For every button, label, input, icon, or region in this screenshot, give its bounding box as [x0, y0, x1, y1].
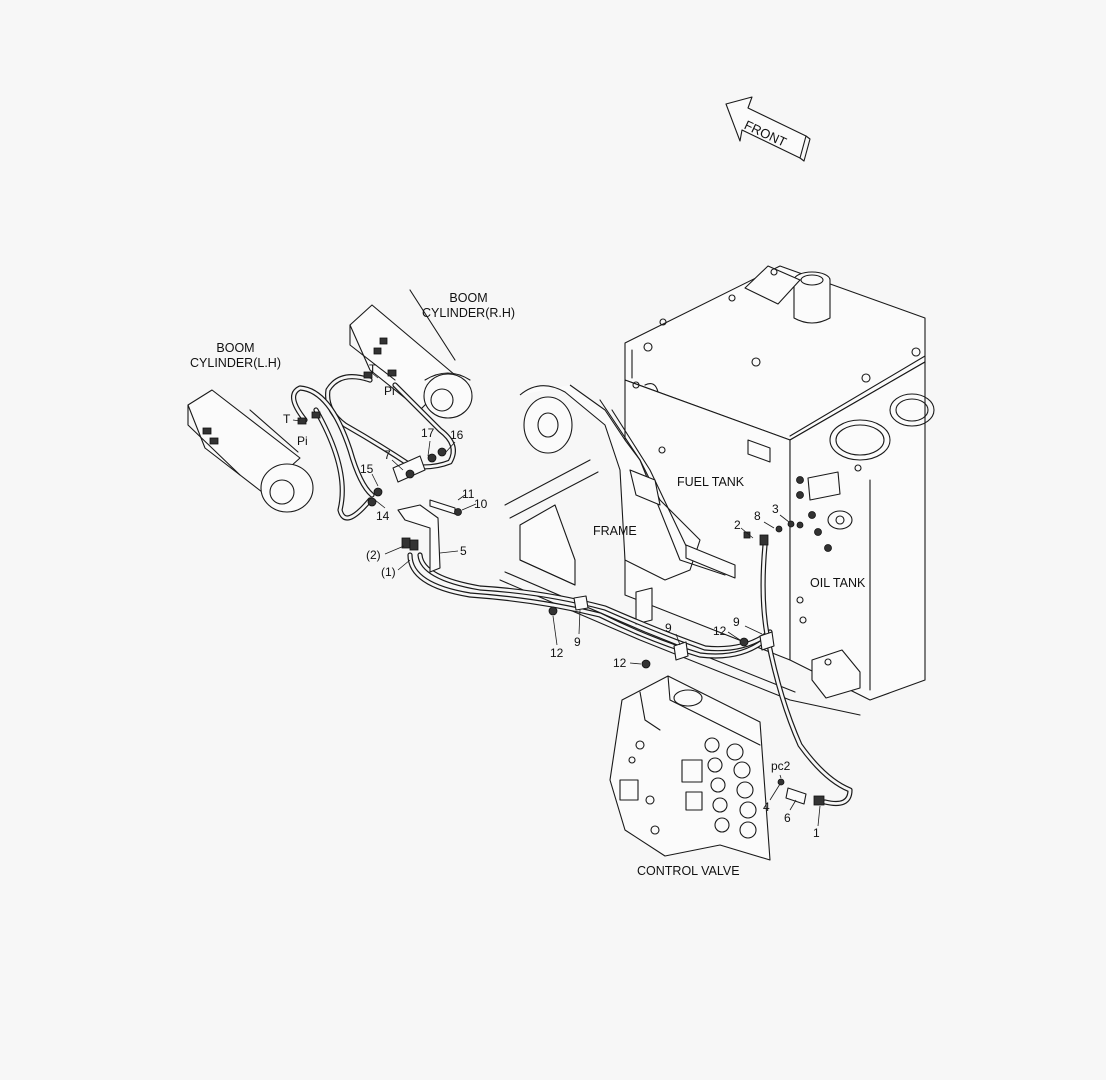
- callout-1-paren: (1): [381, 565, 396, 579]
- callout-10: 10: [474, 497, 488, 511]
- callout-12-c: 12: [613, 656, 627, 670]
- boom-cylinder-rh-outline: [349, 289, 473, 419]
- boom-cylinder-lh-label: BOOM CYLINDER(L.H): [190, 341, 281, 370]
- callout-11: 11: [462, 487, 475, 501]
- port-pc2: pc2: [771, 759, 791, 773]
- callout-14: 14: [376, 509, 390, 523]
- control-valve-label: CONTROL VALVE: [637, 864, 740, 878]
- hydraulic-hoses: [291, 374, 853, 807]
- callout-9-a: 9: [574, 635, 581, 649]
- oil-tank-label: OIL TANK: [810, 576, 866, 590]
- control-valve-outline: [609, 675, 771, 861]
- callout-12-a: 12: [550, 646, 564, 660]
- callout-2: 2: [734, 518, 741, 532]
- callout-4: 4: [763, 800, 770, 814]
- callout-9-b: 9: [665, 621, 672, 635]
- callout-9-c: 9: [733, 615, 740, 629]
- oil-tank-outline: [789, 361, 935, 701]
- callout-5: 5: [460, 544, 467, 558]
- boom-cylinder-lh-outline: [187, 389, 314, 513]
- callout-7: 7: [384, 448, 391, 462]
- tee-and-bracket: [297, 369, 825, 806]
- callout-16: 16: [450, 428, 464, 442]
- port-pi-rh: Pi: [384, 384, 395, 398]
- callout-15: 15: [360, 462, 374, 476]
- boom-cylinder-rh-label: BOOM CYLINDER(R.H): [422, 291, 516, 320]
- callout-12-b: 12: [713, 624, 727, 638]
- callout-6: 6: [784, 811, 791, 825]
- front-arrow-icon: [725, 96, 811, 162]
- callout-17: 17: [421, 426, 435, 440]
- frame-outline: [499, 384, 861, 716]
- fuel-tank-label: FUEL TANK: [677, 475, 745, 489]
- callout-3: 3: [772, 502, 779, 516]
- callout-leaders: [292, 372, 821, 827]
- frame-label: FRAME: [593, 524, 637, 538]
- callout-8: 8: [754, 509, 761, 523]
- port-pi-lh: Pi: [297, 434, 308, 448]
- port-t-lh: T: [283, 412, 291, 426]
- callout-2-paren: (2): [366, 548, 381, 562]
- callout-1: 1: [813, 826, 820, 840]
- port-t-rh: T: [369, 362, 377, 376]
